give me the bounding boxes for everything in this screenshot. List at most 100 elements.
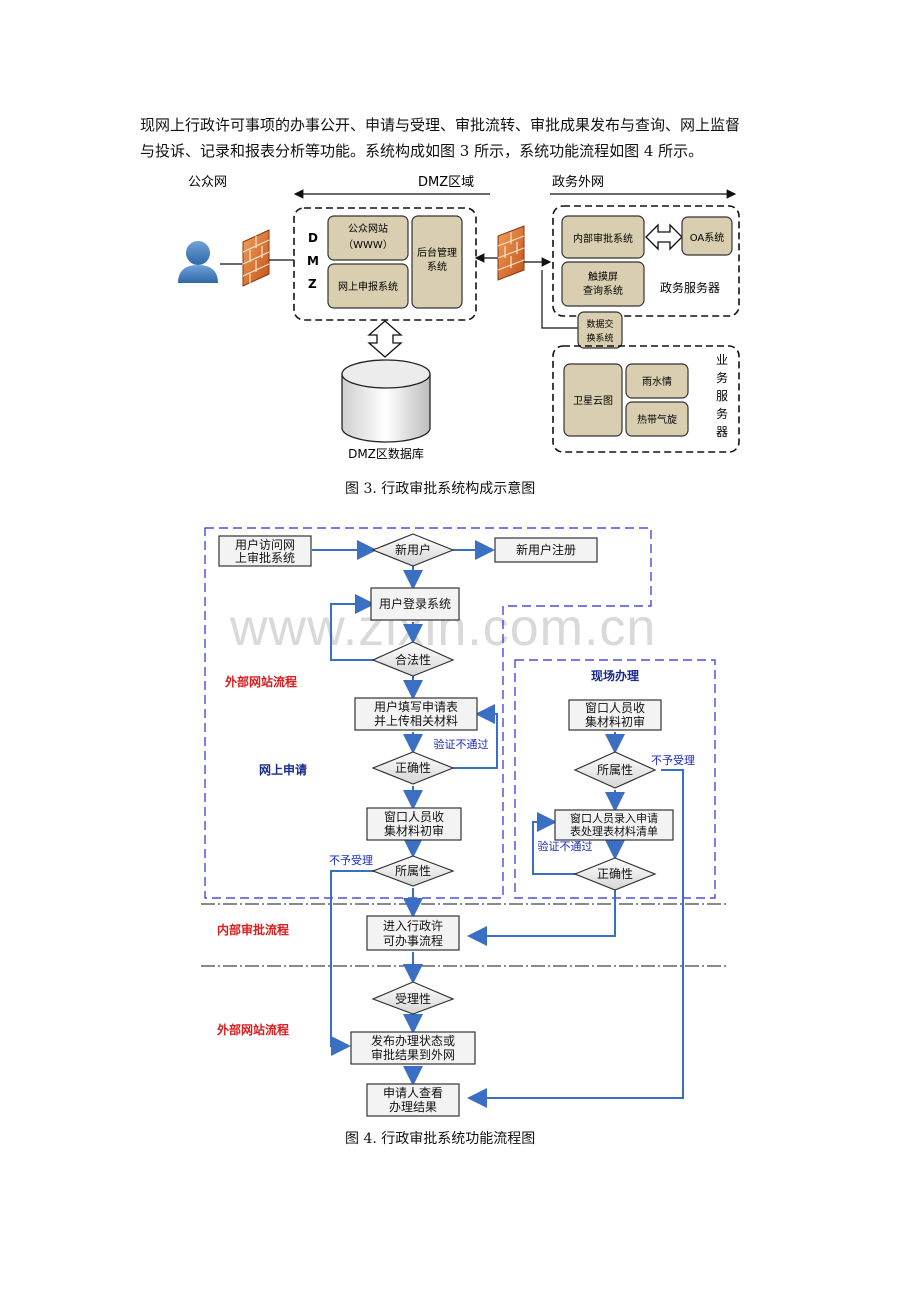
node-onsite-window bbox=[568, 699, 662, 731]
data-exchange-label-2: 换系统 bbox=[586, 332, 613, 344]
cyclone-label: 热带气旋 bbox=[637, 413, 677, 426]
node-onsite-enter bbox=[554, 809, 674, 841]
intro-line-2: 与投诉、记录和报表分析等功能。系统构成如图 3 所示，系统功能流程如图 4 所示… bbox=[140, 142, 704, 160]
biz-server-char-3: 服 bbox=[716, 389, 728, 403]
firewall-icon bbox=[242, 229, 270, 287]
label-gov-net: 政务外网 bbox=[552, 174, 604, 190]
biz-server-char-2: 务 bbox=[716, 370, 728, 385]
oa-system-box bbox=[681, 216, 733, 256]
onsite-correct-label: 正确性 bbox=[597, 867, 633, 881]
rain-box bbox=[625, 363, 689, 399]
onsite-verify-fail-label: 验证不通过 bbox=[538, 839, 593, 853]
rain-label: 雨水情 bbox=[642, 375, 672, 388]
public-site-www: （WWW） bbox=[343, 239, 393, 251]
onsite-belong-label: 所属性 bbox=[597, 763, 633, 777]
approval-oa-double-arrow bbox=[645, 223, 683, 251]
firewall2-to-exchange-link bbox=[541, 270, 578, 329]
onsite-reject-label: 不予受理 bbox=[651, 754, 695, 767]
node-login bbox=[370, 587, 460, 621]
node-fill-form-line2: 并上传相关材料 bbox=[374, 713, 458, 728]
decision-correct bbox=[371, 751, 455, 785]
decision-legal bbox=[371, 641, 455, 677]
label-reject: 不予受理 bbox=[329, 854, 373, 867]
node-new-user-register bbox=[494, 537, 598, 563]
touch-query-label-2: 查询系统 bbox=[583, 284, 623, 297]
node-user-visit-line1: 用户访问网 bbox=[235, 537, 295, 552]
backend-box bbox=[411, 215, 463, 309]
lane-online-apply: 网上申请 bbox=[259, 762, 307, 777]
public-site-label: 公众网站 bbox=[348, 222, 388, 235]
intro-paragraph: 现网上行政许可事项的办事公开、申请与受理、审批流转、审批成果发布与查询、网上监督… bbox=[140, 112, 800, 164]
biz-server-char-1: 业 bbox=[716, 353, 728, 367]
decision-belong bbox=[371, 855, 455, 887]
decision-new-user-label: 新用户 bbox=[395, 542, 431, 557]
node-fill-form-line1: 用户填写申请表 bbox=[374, 699, 458, 714]
onsite-window-line2: 集材料初审 bbox=[585, 714, 645, 729]
internal-approval-label: 内部审批系统 bbox=[573, 232, 633, 245]
satellite-label: 卫星云图 bbox=[573, 395, 613, 407]
decision-correct-label: 正确性 bbox=[395, 761, 431, 775]
lane-internal: 内部审批流程 bbox=[217, 922, 289, 937]
decision-onsite-correct bbox=[573, 857, 657, 891]
node-publish-line1: 发布办理状态或 bbox=[371, 1033, 455, 1048]
node-publish bbox=[350, 1031, 476, 1065]
node-login-label: 用户登录系统 bbox=[379, 596, 451, 611]
onsite-enter-line2: 表处理表材料清单 bbox=[570, 824, 658, 838]
online-report-label: 网上申报系统 bbox=[338, 280, 398, 293]
decision-accept bbox=[371, 981, 455, 1015]
node-window-staff-line1: 窗口人员收 bbox=[384, 810, 444, 824]
cyclone-box bbox=[625, 401, 689, 437]
figure4-caption: 图 4. 行政审批系统功能流程图 bbox=[345, 1131, 536, 1147]
node-window-staff bbox=[366, 807, 462, 841]
lane-external-1: 外部网站流程 bbox=[225, 674, 297, 689]
dmz-zone-box bbox=[293, 207, 477, 321]
node-user-visit-line2: 上审批系统 bbox=[235, 550, 295, 565]
data-exchange-label-1: 数据交 bbox=[586, 318, 613, 330]
decision-belong-label: 所属性 bbox=[395, 864, 431, 878]
gov-server-label: 政务服务器 bbox=[660, 280, 720, 295]
satellite-box bbox=[563, 363, 623, 437]
decision-onsite-belong bbox=[573, 751, 657, 789]
db-label: DMZ区数据库 bbox=[348, 446, 424, 461]
oa-system-label: OA系统 bbox=[690, 231, 725, 244]
touch-query-label-1: 触摸屏 bbox=[588, 270, 618, 283]
node-view-result-line1: 申请人查看 bbox=[383, 1086, 443, 1100]
label-dmz-zone: DMZ区域 bbox=[418, 175, 474, 190]
external-region-border bbox=[204, 527, 652, 899]
node-view-result-line2: 办理结果 bbox=[389, 1099, 437, 1114]
biz-server-zone-box bbox=[552, 345, 740, 453]
dmz-letter-m: M bbox=[307, 254, 319, 268]
figure3-architecture-diagram: 公众网 DMZ区域 政务外网 D M Z 公众网站 （WWW） 网上申报系统 后… bbox=[178, 174, 740, 461]
node-window-staff-line2: 集材料初审 bbox=[384, 823, 444, 838]
figure3-caption: 图 3. 行政审批系统构成示意图 bbox=[345, 481, 536, 497]
label-public-net: 公众网 bbox=[188, 175, 227, 190]
dmz-db-double-arrow bbox=[367, 320, 403, 358]
dmz-letter-z: Z bbox=[308, 277, 317, 291]
user-icon bbox=[178, 241, 218, 283]
node-enter-process bbox=[366, 915, 460, 951]
decision-legal-label: 合法性 bbox=[395, 652, 431, 667]
dmz-letter-d: D bbox=[308, 231, 318, 245]
lane-external-2: 外部网站流程 bbox=[217, 1022, 289, 1037]
online-report-box bbox=[327, 263, 409, 309]
figure4-flowchart: 外部网站流程 网上申请 内部审批流程 外部网站流程 现场办理 bbox=[201, 527, 729, 1117]
node-view-result bbox=[366, 1083, 460, 1117]
node-fill-form bbox=[354, 697, 478, 731]
node-enter-process-line1: 进入行政许 bbox=[383, 919, 443, 933]
biz-server-char-5: 器 bbox=[716, 425, 728, 439]
intro-line-1: 现网上行政许可事项的办事公开、申请与受理、审批流转、审批成果发布与查询、网上监督 bbox=[140, 116, 741, 134]
node-new-user-register-label: 新用户注册 bbox=[516, 542, 576, 557]
onsite-title: 现场办理 bbox=[591, 668, 639, 683]
internal-approval-box bbox=[561, 215, 645, 259]
gov-server-zone-box bbox=[552, 205, 740, 317]
decision-new-user bbox=[371, 533, 455, 567]
node-publish-line2: 审批结果到外网 bbox=[371, 1047, 455, 1062]
node-enter-process-line2: 可办事流程 bbox=[383, 933, 443, 948]
onsite-window-line1: 窗口人员收 bbox=[585, 701, 645, 715]
public-site-box bbox=[327, 215, 409, 261]
onsite-enter-line1: 窗口人员录入申请 bbox=[570, 811, 658, 825]
label-verify-fail: 验证不通过 bbox=[434, 737, 489, 751]
decision-accept-label: 受理性 bbox=[395, 992, 431, 1006]
firewall-icon-2 bbox=[497, 225, 525, 281]
data-exchange-box bbox=[577, 311, 623, 349]
